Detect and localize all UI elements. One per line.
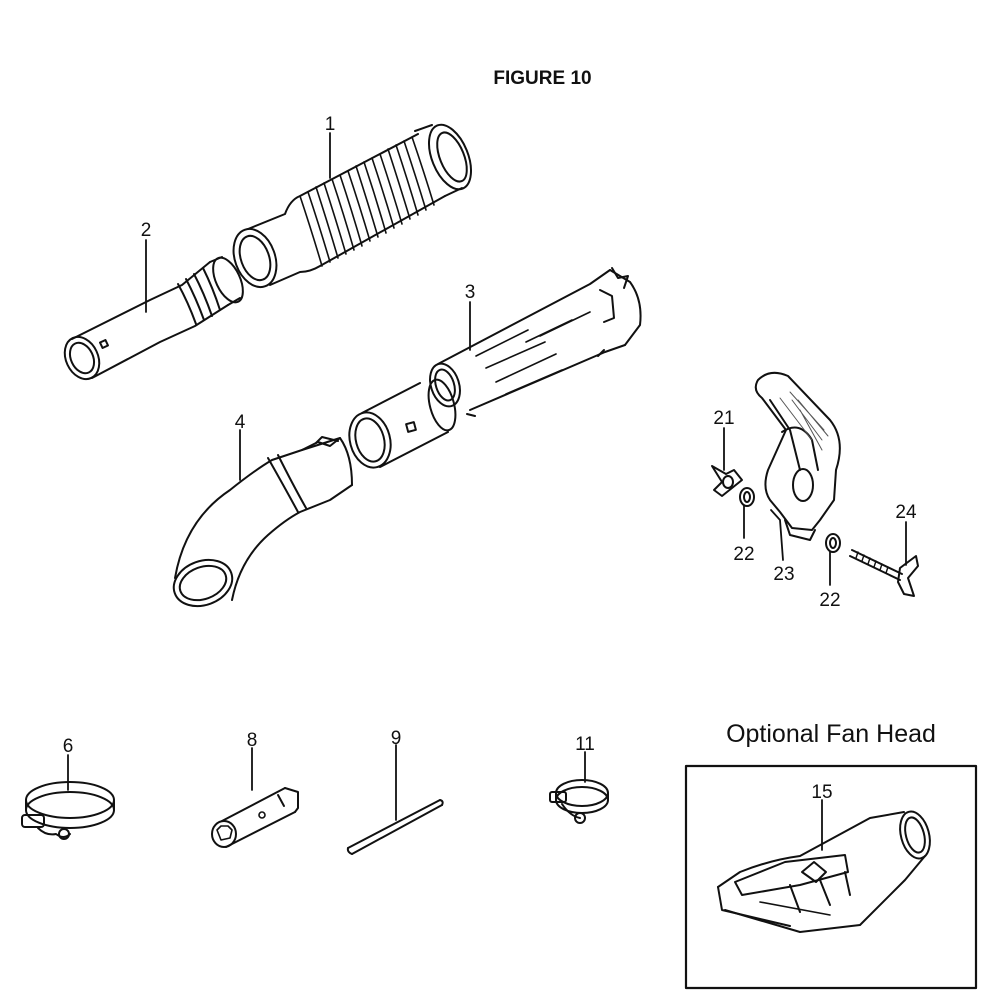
callout-numbers: 1 2 3 4 6 8 9 11 15 21 22 22 23 24 bbox=[63, 114, 917, 803]
callout-1: 1 bbox=[325, 114, 336, 135]
part-22-washer-right bbox=[825, 533, 841, 553]
callout-24: 24 bbox=[895, 502, 917, 523]
part-21-wing-nut bbox=[711, 465, 743, 497]
part-24-wing-bolt bbox=[849, 549, 919, 597]
callout-8: 8 bbox=[247, 730, 258, 751]
optional-fan-head-title: Optional Fan Head bbox=[726, 720, 936, 748]
part-9-rod bbox=[346, 799, 444, 855]
part-22-washer-left bbox=[739, 487, 755, 507]
part-3-slotted-tube bbox=[429, 267, 642, 417]
part-6-hose-clamp bbox=[21, 781, 115, 840]
callout-6: 6 bbox=[63, 736, 74, 757]
callout-21: 21 bbox=[713, 408, 734, 429]
callout-22-left: 22 bbox=[733, 544, 754, 565]
callout-3: 3 bbox=[465, 282, 476, 303]
optional-fan-head-box bbox=[684, 764, 978, 990]
callout-23: 23 bbox=[773, 564, 794, 585]
callout-4: 4 bbox=[235, 412, 246, 433]
part-4-elbow-tube bbox=[172, 436, 353, 608]
part-1-flex-hose bbox=[232, 123, 472, 289]
part-11-small-hose-clamp bbox=[549, 779, 609, 824]
callout-22-right: 22 bbox=[819, 590, 840, 611]
part-8-wrench bbox=[211, 787, 299, 848]
part-15-fan-head bbox=[717, 810, 931, 933]
figure-title: FIGURE 10 bbox=[493, 68, 592, 89]
callout-9: 9 bbox=[391, 728, 402, 749]
part-2-nozzle-tube bbox=[63, 256, 244, 381]
callout-2: 2 bbox=[141, 220, 152, 241]
callout-11: 11 bbox=[575, 734, 595, 755]
part-23-handle-bracket bbox=[754, 371, 841, 541]
callout-15: 15 bbox=[811, 782, 832, 803]
coupler-tube bbox=[348, 378, 457, 469]
callout-leaders bbox=[67, 132, 907, 851]
